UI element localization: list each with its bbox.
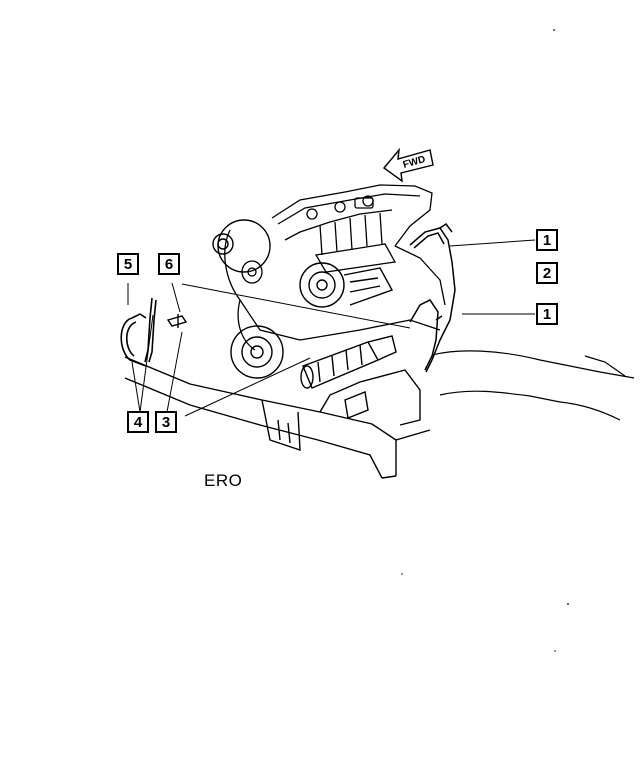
frame-rail — [124, 356, 431, 479]
callout-3: 3 — [155, 411, 177, 433]
callout-1-upper: 1 — [536, 229, 558, 251]
callout-1-lower: 1 — [536, 303, 558, 325]
idler-pulley — [241, 260, 263, 284]
leader-lines — [127, 239, 536, 417]
cooler-hose — [120, 297, 157, 367]
engine-block — [224, 184, 446, 351]
figure-code: ERO — [204, 471, 243, 490]
return-hose — [409, 299, 443, 371]
crankshaft-pulley — [230, 325, 284, 379]
power-steering-pump — [299, 262, 394, 308]
specks — [401, 29, 569, 652]
pressure-hose — [409, 222, 456, 373]
top-pulley — [212, 219, 271, 273]
callout-2: 2 — [536, 262, 558, 284]
steering-gear — [300, 335, 397, 389]
hose-clamp — [166, 314, 188, 328]
callout-6: 6 — [158, 253, 180, 275]
wheelhouse — [431, 350, 635, 421]
callout-4: 4 — [127, 411, 149, 433]
forward-arrow-icon: FWD — [382, 147, 434, 183]
callout-5: 5 — [117, 253, 139, 275]
